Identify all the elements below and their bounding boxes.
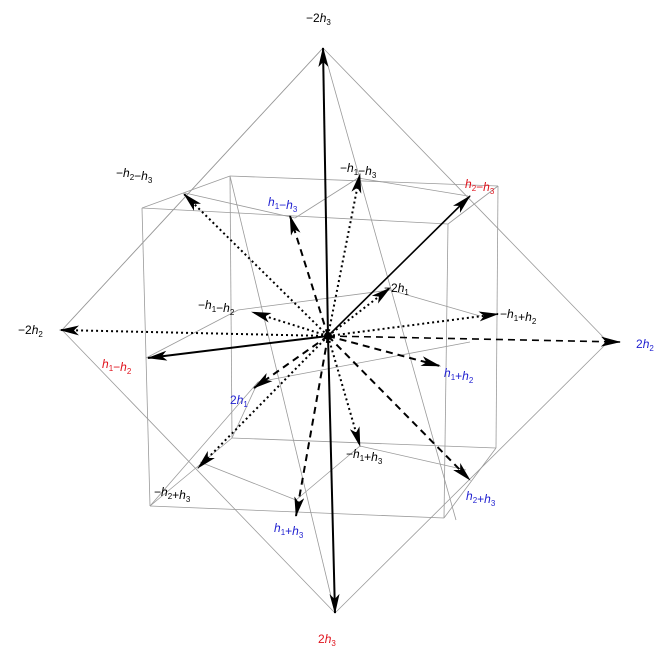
- vec-minus-h2-minus-h3-label: −h2−h3: [116, 166, 153, 185]
- frame-edge: [447, 185, 499, 225]
- frame-edge: [141, 207, 151, 507]
- frame-edge: [389, 289, 481, 317]
- vec-minus-2h1-label: −2h1: [384, 281, 409, 297]
- frame-edge: [295, 445, 361, 501]
- vec-h2-plus-h3-label: h2+h3: [466, 489, 496, 508]
- vec-minus-h1-minus-h3-arrow: [327, 173, 362, 337]
- frame-edge: [61, 329, 336, 614]
- vec-h1-plus-h3-arrow: [294, 335, 329, 517]
- frame-edge: [443, 223, 449, 519]
- vec-minus-2h1-arrow: [327, 287, 391, 337]
- vec-h1-minus-h2-arrow: [147, 335, 329, 361]
- frame-edge: [149, 381, 259, 507]
- vec-h1-minus-h3-arrow: [289, 215, 329, 337]
- frame-edge: [199, 461, 297, 501]
- frame-edge: [322, 47, 609, 343]
- vec-h1-plus-h2-arrow: [327, 335, 441, 367]
- vec-minus-h2-plus-h3-arrow: [197, 335, 329, 469]
- vec-h2-minus-h3-label: h2−h3: [465, 177, 495, 196]
- vec-h1-minus-h3-label: h1−h3: [268, 195, 298, 214]
- frame-edge: [149, 437, 233, 507]
- vec-minus-h1-minus-h3-label: −h1−h3: [340, 161, 377, 180]
- vec-minus-2h3-arrow: [318, 47, 329, 337]
- frame-edge: [184, 192, 296, 219]
- vec-2h2-arrow: [327, 335, 621, 347]
- vec-h1-minus-h2-label: h1−h2: [102, 357, 132, 376]
- vec-minus-h1-plus-h2-label: −h1+h2: [500, 307, 537, 326]
- frame-edge: [359, 445, 467, 471]
- frame-edge: [229, 175, 233, 439]
- vec-2h1-label: 2h1: [230, 393, 248, 409]
- frame-edge: [495, 185, 499, 449]
- vec-h1-plus-h2-label: h1+h2: [444, 366, 474, 385]
- vec-minus-h2-minus-h3-arrow: [183, 193, 329, 337]
- vec-minus-h1-minus-h2-arrow: [251, 311, 329, 337]
- vec-minus-h1-plus-h3-label: −h1+h3: [346, 447, 383, 466]
- frame-edge: [237, 289, 391, 311]
- vec-minus-h2-plus-h3-label: −h2+h3: [154, 485, 191, 504]
- vec-h2-minus-h3-arrow: [327, 195, 471, 337]
- frame-edge: [231, 437, 497, 449]
- frame-edge: [141, 175, 231, 209]
- vec-minus-h1-minus-h2-label: −h1−h2: [198, 298, 235, 317]
- vec-minus-h1-plus-h3-arrow: [327, 335, 361, 447]
- vec-minus-2h2-label: −2h2: [18, 323, 43, 339]
- frame-edge: [322, 47, 457, 521]
- vec-2h2-label: 2h2: [636, 337, 654, 353]
- frame-edge: [334, 341, 609, 614]
- wireframe-edges: [61, 47, 609, 614]
- frame-edge: [229, 175, 336, 614]
- frame-edge: [229, 175, 499, 187]
- frame-edge: [145, 309, 239, 359]
- vec-2h1-arrow: [253, 335, 329, 389]
- frame-edge: [61, 47, 324, 331]
- frame-edge: [257, 341, 471, 383]
- vector-labels: −2h3 2h3 h2−h3 h1−h2 2h2 h1−h3 2h1 h1+h2 h2+h3 h1…: [18, 11, 654, 648]
- vec-h2-plus-h3-arrow: [327, 335, 471, 481]
- origin-point: [324, 332, 332, 340]
- vec-2h3-label: 2h3: [318, 632, 336, 648]
- vec-minus-h1-plus-h2-arrow: [327, 311, 499, 337]
- frame-edge: [443, 447, 497, 519]
- vec-minus-2h3-label: −2h3: [306, 11, 331, 27]
- frame-edge: [357, 177, 469, 197]
- vec-h1-plus-h3-label: h1+h3: [274, 521, 304, 540]
- vec-2h3-arrow: [327, 335, 340, 614]
- vector-arrows: [59, 47, 621, 614]
